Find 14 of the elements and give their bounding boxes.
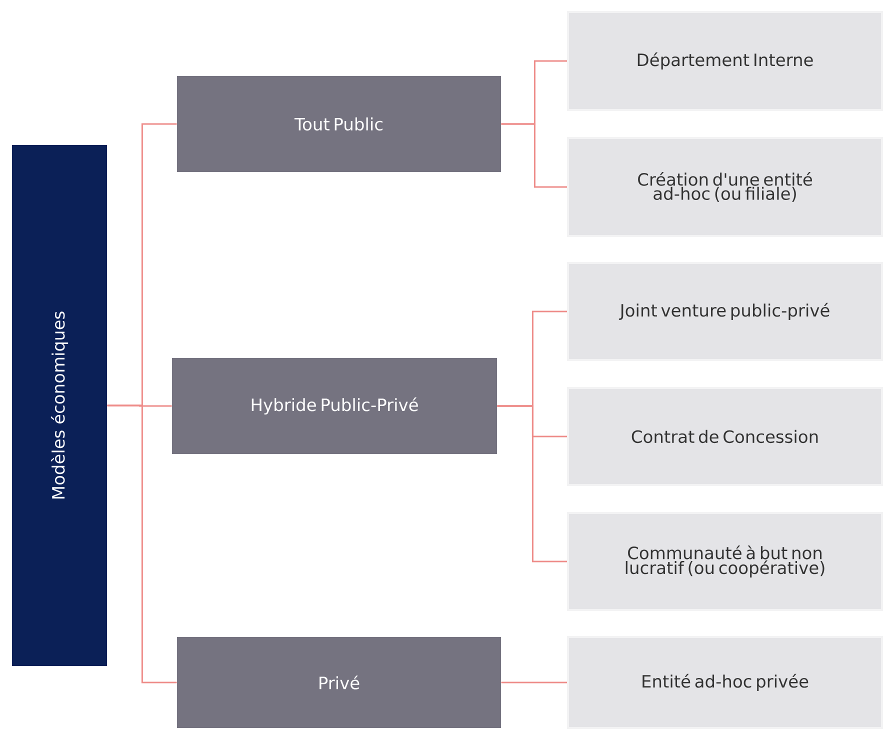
item-box: Contrat de Concession xyxy=(567,387,883,486)
connector-line xyxy=(497,405,567,562)
category-box: Privé xyxy=(177,637,501,728)
category-box: Hybride Public-Privé xyxy=(172,358,497,454)
item-box: Communauté à but non lucratif (ou coopérative) xyxy=(567,512,883,611)
connector-line xyxy=(501,682,567,684)
category-box: Tout Public xyxy=(177,76,501,172)
item-box: Joint venture public-privé xyxy=(567,262,883,361)
item-box: Département Interne xyxy=(567,11,883,111)
rotated-label-box: Modèles économiques xyxy=(12,145,107,666)
item-box: Création d'une entité ad-hoc (ou filiale) xyxy=(567,137,883,237)
item-box: Entité ad-hoc privée xyxy=(567,636,883,729)
connector-line xyxy=(107,404,177,684)
connector-line xyxy=(501,123,567,188)
